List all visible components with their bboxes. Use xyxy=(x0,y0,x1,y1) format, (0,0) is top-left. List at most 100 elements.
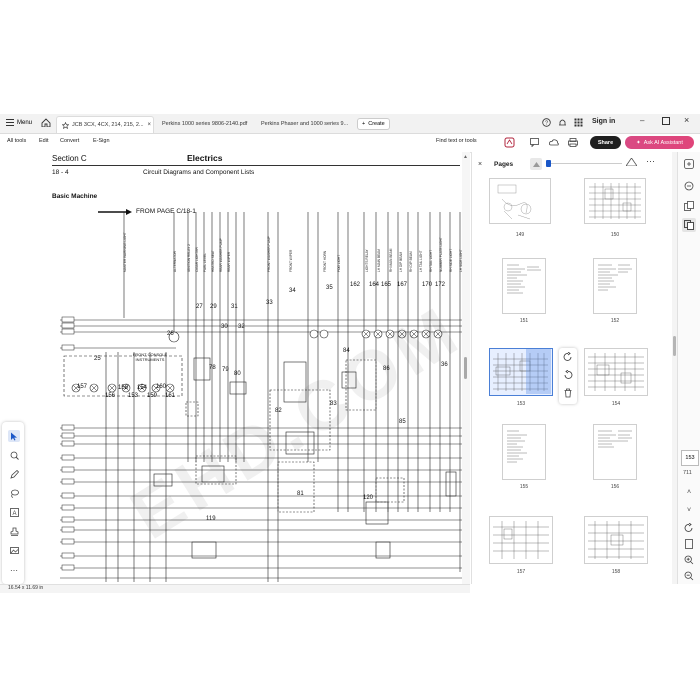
large-thumbnail-icon[interactable] xyxy=(626,158,637,166)
page-thumbnail-selected[interactable] xyxy=(489,348,553,396)
window-close-icon[interactable]: × xyxy=(684,115,690,125)
component-number: 27 xyxy=(196,304,203,310)
menu-convert[interactable]: Convert xyxy=(60,138,80,144)
apps-grid-icon[interactable] xyxy=(574,118,583,127)
menu-button[interactable]: Menu xyxy=(6,119,32,126)
ai-panel-icon[interactable] xyxy=(683,158,695,170)
page-thumbnail[interactable] xyxy=(584,516,648,564)
tab-perkins-1000[interactable]: Perkins 1000 series 9806-2140.pdf xyxy=(160,116,254,132)
current-page-input[interactable]: 153 xyxy=(681,450,699,466)
stamp-icon[interactable] xyxy=(8,525,20,537)
status-bar: 16.54 x 11.69 in xyxy=(0,584,470,593)
page-thumbnail[interactable] xyxy=(584,178,646,224)
rotate-clockwise-icon[interactable] xyxy=(563,352,573,362)
home-icon[interactable] xyxy=(41,118,51,127)
image-edit-icon[interactable] xyxy=(8,544,20,556)
arrow-right-icon xyxy=(98,208,132,215)
share-button[interactable]: Share xyxy=(590,136,621,149)
thumbnail-label: 158 xyxy=(611,569,621,575)
comment-panel-icon[interactable] xyxy=(683,180,695,192)
comment-icon[interactable] xyxy=(530,138,539,147)
refresh-icon[interactable] xyxy=(683,522,695,534)
component-number: 158 xyxy=(118,385,129,391)
svg-text:LH TAIL LIGHT: LH TAIL LIGHT xyxy=(419,250,423,272)
tab-perkins-phaser[interactable]: Perkins Phaser and 1000 series 9... xyxy=(261,116,351,132)
close-panel-icon[interactable]: × xyxy=(478,161,483,168)
component-number: 164 xyxy=(369,282,380,288)
component-number: 159 xyxy=(147,393,158,399)
component-number: 83 xyxy=(330,401,337,407)
page-thumbnail[interactable] xyxy=(502,424,546,480)
thumbnail-size-slider[interactable] xyxy=(546,160,622,167)
page-copy-icon[interactable] xyxy=(683,538,695,550)
minimize-icon[interactable]: – xyxy=(640,116,645,125)
pages-copy-icon[interactable] xyxy=(683,200,695,212)
chevron-up-icon[interactable]: ˄ xyxy=(686,488,692,496)
cloud-upload-icon[interactable] xyxy=(549,138,559,147)
page-thumbnail[interactable] xyxy=(593,258,637,314)
print-icon[interactable] xyxy=(568,138,578,147)
delete-icon[interactable] xyxy=(563,388,573,398)
component-number: 85 xyxy=(399,419,406,425)
page-thumbnail[interactable] xyxy=(489,178,551,224)
zoom-out-icon[interactable] xyxy=(683,570,695,582)
text-box-icon[interactable]: A xyxy=(8,506,20,518)
chevron-down-icon[interactable]: ˅ xyxy=(686,506,692,514)
page-thumbnail[interactable] xyxy=(593,424,637,480)
help-icon[interactable]: ? xyxy=(542,118,551,127)
organize-pages-icon[interactable] xyxy=(682,218,696,232)
page-size: 16.54 x 11.69 in xyxy=(8,585,44,591)
svg-text:REAR WIPER: REAR WIPER xyxy=(227,251,231,272)
rotate-counterclockwise-icon[interactable] xyxy=(563,370,573,380)
page-thumbnail[interactable] xyxy=(584,348,648,396)
ask-ai-assistant-button[interactable]: ✦ Ask AI Assistant xyxy=(625,136,694,149)
small-thumbnail-icon[interactable] xyxy=(530,158,542,170)
panel-scrollbar[interactable] xyxy=(672,152,677,584)
panel-scroll-thumb[interactable] xyxy=(673,336,676,356)
menu-esign[interactable]: E-Sign xyxy=(93,138,110,144)
scroll-thumb[interactable] xyxy=(464,357,467,379)
menu-all-tools[interactable]: All tools xyxy=(7,138,27,144)
component-number: 31 xyxy=(231,304,238,310)
component-number: 153 xyxy=(128,393,139,399)
component-number: 36 xyxy=(441,362,448,368)
more-tools-icon[interactable]: ⋯ xyxy=(10,565,18,575)
star-icon[interactable] xyxy=(62,121,69,129)
tab-jcb[interactable]: JCB 3CX, 4CX, 214, 215, 2... × xyxy=(56,116,154,133)
component-number: 79 xyxy=(222,367,229,373)
plus-icon: + xyxy=(362,121,366,127)
svg-text:LIGHTS RELAY: LIGHTS RELAY xyxy=(365,249,369,272)
bell-icon[interactable] xyxy=(558,118,567,127)
menu-edit[interactable]: Edit xyxy=(39,138,49,144)
select-cursor-icon[interactable] xyxy=(8,430,20,442)
lasso-icon[interactable] xyxy=(8,487,20,499)
slider-handle[interactable] xyxy=(546,160,551,167)
circuit-diagram: MASTER WARNING LIGHT ALTERNATOR IGNITION… xyxy=(60,212,466,582)
thumbnail-label: 153 xyxy=(516,401,526,407)
zoom-in-icon[interactable] xyxy=(683,554,695,566)
page-thumbnail[interactable] xyxy=(502,258,546,314)
close-icon[interactable]: × xyxy=(147,122,152,128)
svg-text:RH TAIL LIGHT: RH TAIL LIGHT xyxy=(429,250,433,272)
svg-text:RH DIP BEAM: RH DIP BEAM xyxy=(409,251,413,272)
main-toolbar: All tools Edit Convert E-Sign Find text … xyxy=(0,134,700,153)
component-number: 35 xyxy=(326,285,333,291)
zoom-comment-icon[interactable] xyxy=(8,449,20,461)
scroll-up-icon[interactable]: ▲ xyxy=(463,154,468,160)
more-options-icon[interactable]: ⋯ xyxy=(646,156,655,166)
document-viewer[interactable]: A ⋯ Section C Electrics 18 - 4 Circuit D… xyxy=(0,152,470,584)
component-number: 80 xyxy=(234,371,241,377)
create-button[interactable]: + Create xyxy=(357,118,390,130)
component-number: 82 xyxy=(275,408,282,414)
ai-tool-icon[interactable] xyxy=(504,137,515,148)
svg-text:REAR WASHER PUMP: REAR WASHER PUMP xyxy=(219,238,223,272)
pen-icon[interactable] xyxy=(8,468,20,480)
maximize-icon[interactable] xyxy=(662,117,670,125)
sign-in-button[interactable]: Sign in xyxy=(592,118,616,125)
component-number: 162 xyxy=(350,282,361,288)
front-console-label: FRONT CONSOLE INSTRUMENTS xyxy=(132,352,168,362)
vertical-scrollbar[interactable]: ▲ xyxy=(462,152,470,584)
page-thumbnail[interactable] xyxy=(489,516,553,564)
find-text-input[interactable]: Find text or tools xyxy=(436,138,477,144)
section-title: Electrics xyxy=(187,153,223,163)
